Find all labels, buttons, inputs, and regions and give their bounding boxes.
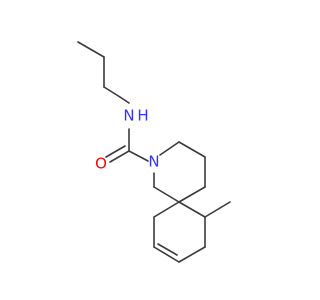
bond-ch2-alkene [178, 246, 206, 263]
carbonyl-oxygen-label: O [95, 155, 107, 173]
bond-n-ring-c3 [159, 141, 180, 156]
amide-h-text: H [137, 107, 148, 125]
bond-c1-c2 [77, 41, 105, 58]
bond-c5-spiro [178, 186, 206, 203]
bond-carbonyl-n-ring [128, 150, 149, 162]
structure-canvas: N H O N [77, 41, 231, 263]
ring-nitrogen-label: N [148, 153, 159, 171]
bond-alkene-b [157, 243, 178, 256]
bond-spiro-ch2 [153, 186, 180, 203]
bond-carbonyl-oxygen-a [109, 150, 130, 163]
bond-carbonyl-oxygen-b [105, 145, 126, 158]
amide-n-text: N [123, 107, 134, 125]
bond-cmethyl-methyl [204, 201, 231, 218]
amide-nitrogen-label: N H [123, 107, 148, 125]
bond-ch2-spiro [153, 201, 180, 218]
bond-layer [77, 41, 231, 263]
bond-alkene-a [153, 246, 180, 263]
bond-spiro-cmethyl [178, 201, 206, 218]
atom-label-layer: N H O N [95, 107, 160, 173]
bond-c4-n-amide [119, 96, 130, 104]
bond-c3-c4 [103, 86, 121, 98]
bond-c3-c4-ring [178, 141, 206, 158]
